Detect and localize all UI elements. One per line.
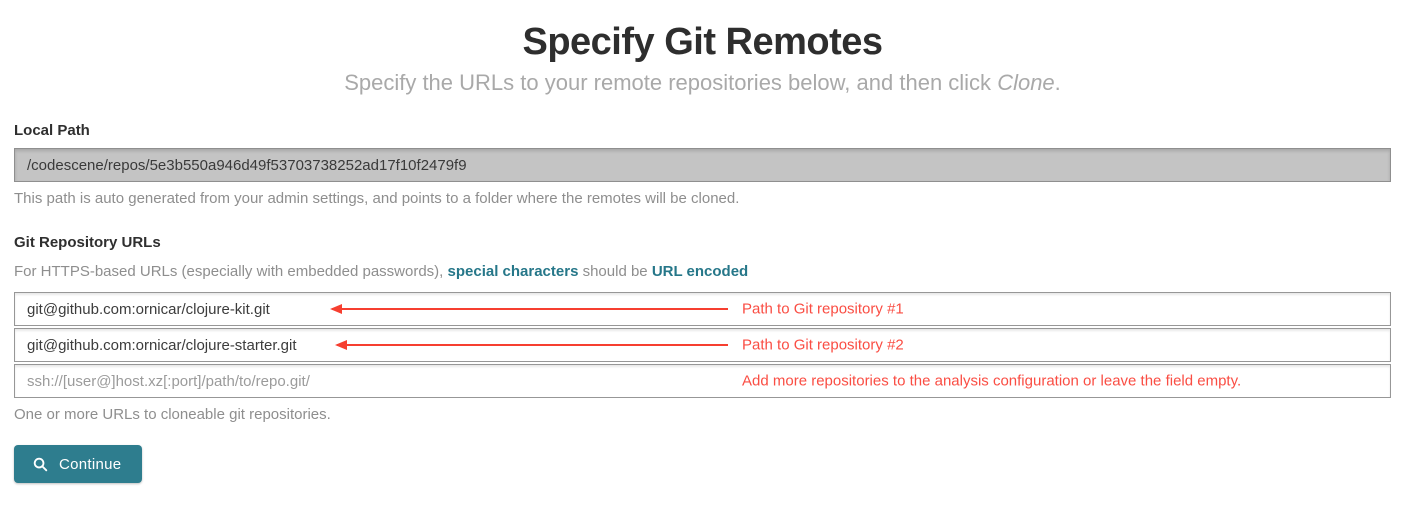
continue-button-label: Continue xyxy=(59,455,122,473)
local-path-help: This path is auto generated from your ad… xyxy=(14,190,740,207)
special-characters-link[interactable]: special characters xyxy=(447,263,579,280)
page-title: Specify Git Remotes xyxy=(522,21,883,63)
git-url-input-3[interactable] xyxy=(14,364,1391,398)
git-url-row-2: Path to Git repository #2 xyxy=(14,328,1391,362)
page-subtitle: Specify the URLs to your remote reposito… xyxy=(0,70,1405,96)
git-urls-help: One or more URLs to cloneable git reposi… xyxy=(14,406,331,423)
continue-button[interactable]: Continue xyxy=(14,445,143,483)
url-encoding-note: For HTTPS-based URLs (especially with em… xyxy=(14,262,1391,281)
search-icon xyxy=(32,456,49,473)
git-url-row-3: Add more repositories to the analysis co… xyxy=(14,364,1391,398)
clone-form: Local Path This path is auto generated f… xyxy=(0,122,1405,483)
git-url-input-group: Path to Git repository #1 Path to Git re… xyxy=(14,292,1391,398)
url-encoded-link[interactable]: URL encoded xyxy=(651,263,749,280)
subtitle-prefix: Specify the URLs to your remote reposito… xyxy=(344,70,998,95)
note-text-2: should be xyxy=(578,263,652,280)
note-text-1: For HTTPS-based URLs (especially with em… xyxy=(14,263,448,280)
subtitle-emphasis-clone: Clone xyxy=(997,70,1055,95)
git-url-input-2[interactable] xyxy=(14,328,1391,362)
git-repository-urls-label: Git Repository URLs xyxy=(14,234,161,251)
local-path-input xyxy=(14,148,1391,182)
git-url-row-1: Path to Git repository #1 xyxy=(14,292,1391,326)
git-url-input-1[interactable] xyxy=(14,292,1391,326)
local-path-label: Local Path xyxy=(14,122,90,139)
subtitle-suffix: . xyxy=(1054,70,1061,95)
